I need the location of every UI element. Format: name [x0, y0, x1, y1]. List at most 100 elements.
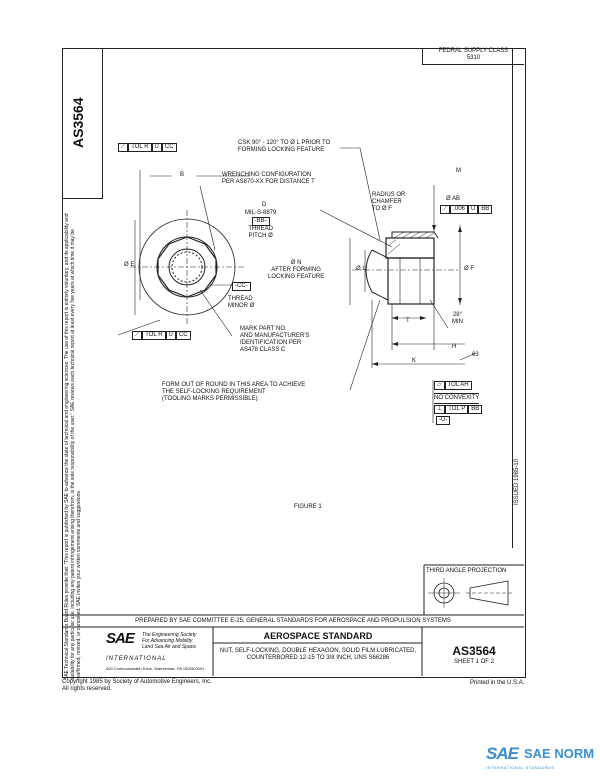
sae-tagline-2: For Advancing Mobility [142, 638, 193, 644]
datum-cc-box: -CC- [232, 282, 251, 291]
thread-pitch-line1: THREAD [248, 226, 274, 232]
sae-address: 400 Commonwealth Drive, Warrendale, PA 1… [106, 666, 205, 671]
datum-u-box: -U- [436, 416, 451, 425]
dim-t: T [406, 318, 410, 324]
sheet-number: SHEET 1 OF 2 [454, 659, 494, 665]
form-note-line2: THE SELF-LOCKING REQUIREMENT [162, 389, 266, 395]
dim-l: Ø L [356, 266, 366, 272]
thread-minor-note: THREAD MINOR Ø [228, 296, 254, 310]
radius-note-line3: TO Ø F [372, 206, 392, 212]
supply-class-value: 5310 [466, 55, 481, 61]
thread-pitch-line2: PITCH Ø [248, 233, 273, 239]
tol-frame-top-c: CC [161, 143, 177, 152]
drawing-frame [62, 48, 526, 678]
tol-p-symbol: ⊥ [434, 405, 446, 414]
datum-bb: -BB- [251, 217, 270, 226]
copyright: Copyright 1985 by Society of Automotive … [62, 679, 212, 693]
n-note-line3: LOCKING FEATURE [268, 274, 325, 280]
thread-minor-line2: MINOR Ø [228, 303, 255, 309]
watermark-sub: INTERNATIONAL STANDARDS [486, 765, 555, 770]
tol-frame-mid-c: CC [175, 331, 191, 340]
description: NUT, SELF-LOCKING, DOUBLE HEXAGON, SOLID… [214, 648, 422, 662]
dim-d: D [262, 202, 267, 208]
watermark-text: SAE NORM [524, 746, 595, 761]
radius-note: RADIUS OR CHAMFER TO Ø F [372, 192, 405, 213]
mark-note-line3: IDENTIFICATION PER [240, 340, 302, 346]
projection-label: THIRD ANGLE PROJECTION [426, 568, 507, 574]
n-note: Ø N AFTER FORMING LOCKING FEATURE [268, 260, 324, 281]
datum-cc: -CC- [232, 282, 251, 291]
dim-m: M [456, 168, 461, 174]
copyright-line1: Copyright 1985 by Society of Automotive … [62, 679, 212, 685]
form-note-line1: FORM OUT OF ROUND IN THIS AREA TO ACHIEV… [162, 382, 306, 388]
supply-class-label: FEDRAL SUPPLY CLASS [438, 48, 509, 54]
angle-note: 28° MIN [452, 312, 463, 326]
left-title-strip [62, 48, 103, 199]
tol-frame-ab-c: BB [478, 205, 493, 214]
dim-h: H [452, 344, 457, 350]
copyright-line2: All rights reserved. [62, 686, 112, 692]
sae-international: INTERNATIONAL [106, 656, 167, 662]
datum-u: -U- [436, 416, 451, 425]
angle-note-min: MIN [452, 319, 463, 325]
surface-finish: 63 [472, 352, 479, 358]
prepared-by: PREPARED BY SAE COMMITTEE E-25, GENERAL … [135, 618, 451, 624]
right-column-rule [512, 48, 514, 548]
n-note-line1: Ø N [290, 260, 302, 266]
description-line1: NUT, SELF-LOCKING, DOUBLE HEXAGON, SOLID… [219, 648, 417, 654]
figure-caption: FIGURE 1 [294, 504, 322, 510]
dim-e: Ø E [124, 262, 135, 268]
wrench-note-line2: PER AS870-XX FOR DISTANCE T [222, 179, 315, 185]
mark-note: MARK PART NO. AND MANUFACTURER'S IDENTIF… [240, 326, 309, 354]
sae-tagline-3: Land Sea Air and Space [142, 644, 197, 650]
radius-note-line2: CHAMFER [372, 199, 402, 205]
angle-note-value: 28° [452, 312, 463, 318]
mil-spec: MIL-S-8879 [245, 210, 277, 216]
tol-frame-top-symbol: ⟋ [118, 143, 129, 152]
wrench-note: WRENCHING CONFIGURATION PER AS870-XX FOR… [222, 172, 315, 186]
csk-note-line1: CSK 90° - 120° TO Ø L PRIOR TO [238, 140, 331, 146]
thread-spec-note: MIL-S-8879 -BB- THREAD PITCH Ø [245, 210, 276, 240]
radius-note-line1: RADIUS OR [372, 192, 406, 198]
csk-note-line2: FORMING LOCKING FEATURE [238, 147, 325, 153]
tol-ah-value: TOL AH [444, 381, 472, 390]
dim-f: Ø F [464, 266, 474, 272]
tol-frame-top-b: U [151, 143, 162, 152]
form-note: FORM OUT OF ROUND IN THIS AREA TO ACHIEV… [162, 382, 305, 403]
tol-frame-mid-a: TOL R [142, 331, 166, 340]
csk-note: CSK 90° - 120° TO Ø L PRIOR TO FORMING L… [238, 140, 330, 154]
wrench-note-line1: WRENCHING CONFIGURATION [222, 172, 312, 178]
tol-ah-frame: ⏥TOL AH [434, 381, 472, 390]
mark-note-line1: MARK PART NO. [240, 326, 287, 332]
printed-in: Printed in the U.S.A. [470, 680, 525, 686]
tol-p-value: TOL P [445, 405, 469, 414]
dim-k: K [412, 358, 417, 364]
form-note-line3: (TOOLING MARKS PERMISSIBLE) [162, 396, 258, 402]
supply-class-box: FEDRAL SUPPLY CLASS 5310 [422, 48, 524, 65]
tol-frame-mid-symbol: ⟋ [132, 331, 143, 340]
description-line2: COUNTERBORED 12-15 TO 3/8 INCH, UNS S662… [246, 655, 390, 661]
tol-frame-top-a: TOL R [128, 143, 152, 152]
sae-tagline: The Engineering Society For Advancing Mo… [142, 632, 196, 650]
tol-frame-mid-b: U [165, 331, 176, 340]
no-convexity: NO CONVEXITY [434, 393, 480, 404]
dim-b: B [180, 172, 185, 178]
mark-note-line2: AND MANUFACTURER'S [240, 333, 310, 339]
mark-note-line4: AS478 CLASS C [240, 347, 286, 353]
dim-ab: Ø AB [446, 196, 461, 202]
sae-tagline-1: The Engineering Society [142, 632, 197, 638]
tol-p-datum: BB [468, 405, 483, 414]
doc-number-block: AS3564 [452, 644, 496, 658]
sae-logo: SAE [106, 630, 135, 647]
standard-type: AEROSPACE STANDARD [263, 631, 373, 641]
watermark-logo: SAE [486, 744, 519, 763]
tol-frame-ab-symbol: ⟋ [440, 205, 451, 214]
thread-minor-line1: THREAD [228, 296, 253, 302]
tol-frame-ab-a: .006 [450, 205, 468, 214]
sae-logo-block: SAE The Engineering Society For Advancin… [106, 630, 210, 674]
tol-ah-symbol: ⏥ [434, 381, 445, 390]
